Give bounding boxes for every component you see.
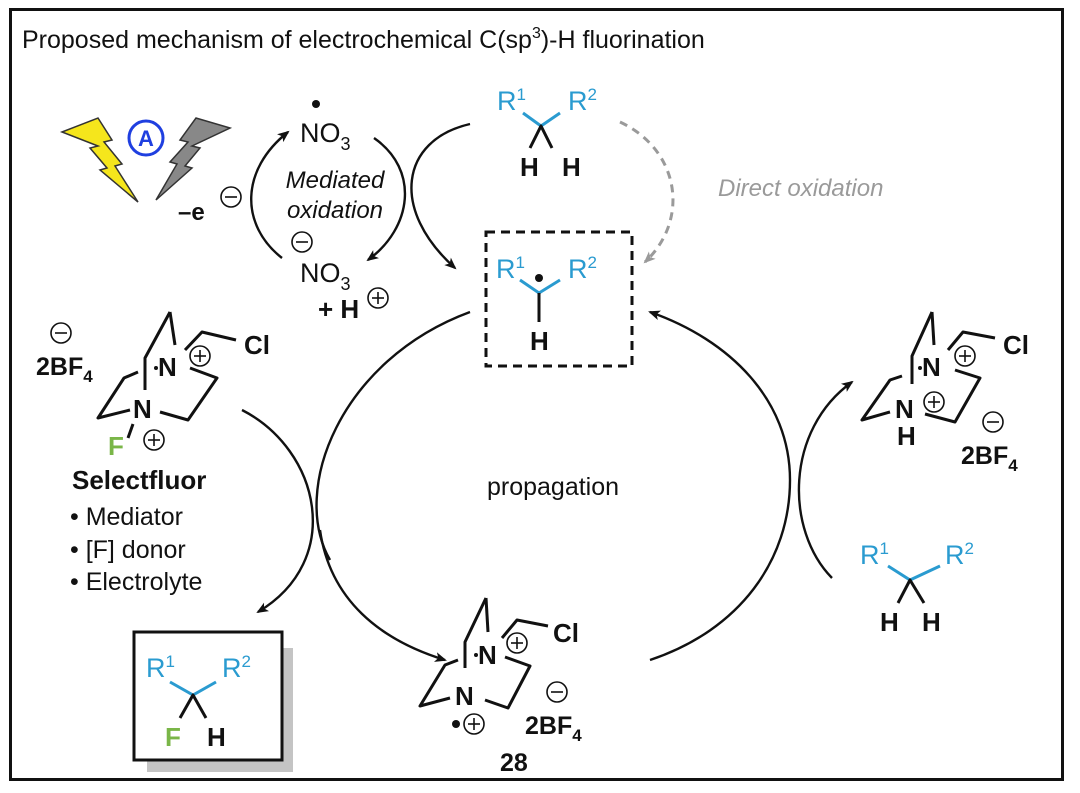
minus-charge-icon <box>291 231 313 253</box>
cycle-arc-lower-right <box>649 479 792 662</box>
proton-label: + H <box>318 294 359 324</box>
r1-label: R1 <box>497 85 526 116</box>
counterion-label: 2BF4 <box>36 353 93 386</box>
cl-atom: Cl <box>1003 330 1029 360</box>
scheme-title: Proposed mechanism of electrochemical C(… <box>22 25 705 54</box>
r2-label: R2 <box>222 652 251 683</box>
role-item: • [F] donor <box>70 536 186 564</box>
n-atom: N <box>478 640 497 670</box>
counterion-label: 2BF4 <box>961 442 1018 475</box>
hat-arrow-substrate <box>410 122 471 270</box>
h-label: H <box>922 607 941 637</box>
oxidation-arrow <box>250 130 290 259</box>
role-item: • Mediator <box>70 503 183 531</box>
h-label: H <box>562 152 581 182</box>
hat-arrow-right <box>797 380 854 579</box>
minus-charge-icon <box>220 186 242 208</box>
radical-dication-28: N Cl N 2BF4 28 <box>418 597 582 777</box>
plus-charge-icon <box>189 345 211 367</box>
lightning-bolt-yellow-icon <box>59 117 139 203</box>
n-atom: N <box>455 681 474 711</box>
minus-charge-icon <box>982 411 1004 433</box>
r2-label: R2 <box>568 85 597 116</box>
r1-label: R1 <box>496 253 525 284</box>
h-atom: H <box>897 421 916 451</box>
hat-arrow-mediator <box>366 137 407 262</box>
propagation-label: propagation <box>487 473 619 501</box>
minus-charge-icon <box>50 322 72 344</box>
plus-charge-icon <box>143 429 165 451</box>
electron-loss-label: –e <box>178 199 205 226</box>
product-box: R1 R2 F H <box>132 630 293 772</box>
plus-charge-icon <box>954 345 976 367</box>
mediated-oxidation-line1: Mediated <box>286 167 385 194</box>
compound-number: 28 <box>500 749 528 777</box>
h-label: H <box>530 326 549 356</box>
plus-charge-icon <box>463 713 485 735</box>
anode-group: A –e <box>59 117 242 226</box>
protonated-teda: N Cl N H 2BF4 <box>860 311 1029 475</box>
selectfluor-name: Selectfluor <box>72 465 206 495</box>
cycle-arc-upper-right <box>648 310 792 481</box>
radical-dot-icon <box>535 274 543 282</box>
fluorine-transfer-arrow <box>241 408 315 614</box>
anode-circle-icon <box>127 119 165 157</box>
h-label: H <box>520 152 539 182</box>
mediator-cycle: NO3 Mediated oxidation NO3 + H <box>250 100 471 324</box>
r2-label: R2 <box>568 253 597 284</box>
nitrate-radical: NO3 <box>300 118 351 154</box>
radical-dot-icon <box>312 100 320 108</box>
n-atom: N <box>158 352 177 382</box>
minus-charge-icon <box>546 681 568 703</box>
h-label: H <box>880 607 899 637</box>
nitrate-anion: NO3 <box>300 258 351 294</box>
h-atom: H <box>207 722 226 752</box>
role-item: • Electrolyte <box>70 568 202 596</box>
direct-oxidation-arrow <box>619 120 675 264</box>
substrate-right: R1 R2 H H <box>860 539 974 637</box>
dashed-box <box>484 230 634 368</box>
f-atom: F <box>165 722 181 752</box>
direct-oxidation-label: Direct oxidation <box>718 175 883 202</box>
lightning-bolt-gray-icon <box>155 117 233 201</box>
cycle-arc-upper-left <box>315 310 471 561</box>
substrate-top: R1 R2 H H <box>497 85 597 182</box>
r1-label: R1 <box>146 652 175 683</box>
n-atom: N <box>922 352 941 382</box>
r2-label: R2 <box>945 539 974 570</box>
product-frame <box>132 630 284 762</box>
plus-charge-icon <box>506 632 528 654</box>
radical-dot-icon <box>452 720 460 728</box>
anode-label: A <box>138 126 154 151</box>
cl-atom: Cl <box>553 618 579 648</box>
mediated-oxidation-line2: oxidation <box>287 197 383 224</box>
plus-charge-icon <box>923 391 945 413</box>
counterion-label: 2BF4 <box>525 712 582 745</box>
n-atom: N <box>895 394 914 424</box>
cycle-arc-lower-left <box>318 529 447 662</box>
f-atom: F <box>108 431 124 461</box>
selectfluor-structure: 2BF4 N Cl N F Selectfluor • Mediator • [… <box>36 311 270 596</box>
radical-intermediate: R1 R2 H <box>484 230 634 368</box>
r1-label: R1 <box>860 539 889 570</box>
n-atom: N <box>133 394 152 424</box>
plus-charge-icon <box>367 287 389 309</box>
cl-atom: Cl <box>244 330 270 360</box>
